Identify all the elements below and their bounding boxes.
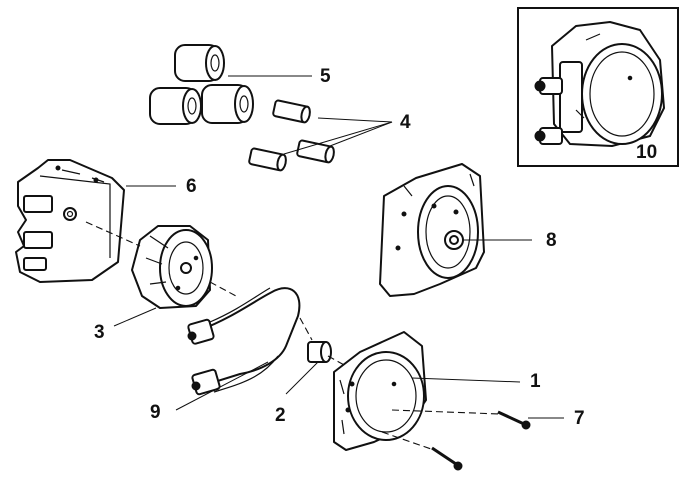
pin-set [248,99,335,172]
callout-1: 1 [530,371,541,392]
assembled-pump-inset-frame [517,7,679,167]
assembled-pump [534,21,665,147]
callout-2: 2 [275,405,286,426]
callout-10: 10 [636,142,658,163]
seal [307,341,332,363]
sleeve-set [149,44,254,125]
callout-6: 6 [186,176,197,197]
pump-housing [15,159,125,283]
callout-8: 8 [546,230,557,251]
callout-9: 9 [150,402,161,423]
callout-4: 4 [400,112,411,133]
impeller [131,225,213,309]
end-cover [333,331,427,451]
callout-7: 7 [574,408,585,429]
callout-3: 3 [94,322,105,343]
hose-assembly [187,287,301,396]
callout-5: 5 [320,66,331,87]
motor-plate [379,163,485,297]
assembly-centerlines [85,221,501,451]
screw-set [431,410,531,471]
leader-lines [113,75,564,419]
